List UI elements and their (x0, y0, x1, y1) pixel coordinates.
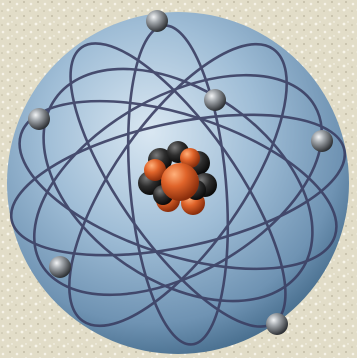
electron (49, 256, 71, 278)
electron (311, 130, 333, 152)
electron (266, 313, 288, 335)
electron (146, 10, 168, 32)
electron (28, 108, 50, 130)
electron (204, 89, 226, 111)
proton (161, 163, 199, 201)
